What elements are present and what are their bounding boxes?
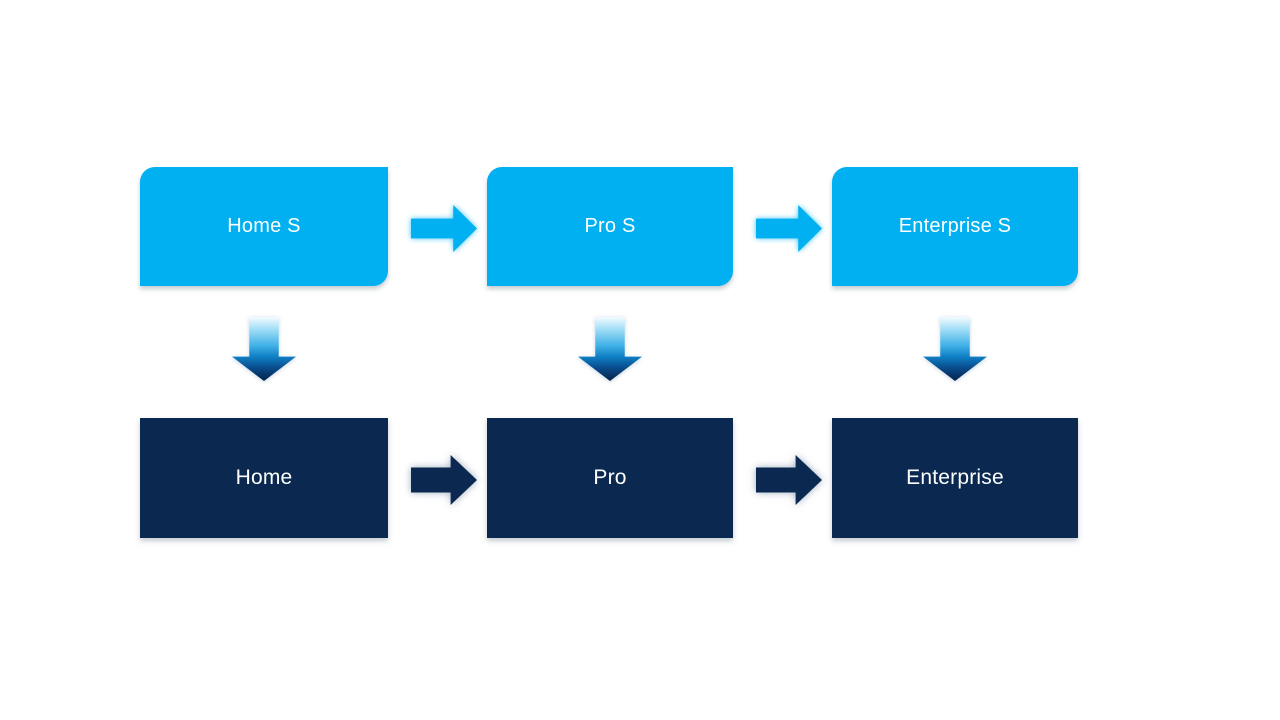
- right-arrow-icon-home-s-to-pro-s: [411, 205, 477, 252]
- down-arrow-icon-home-s-to-home: [232, 317, 296, 381]
- node-home-label: Home: [235, 466, 293, 489]
- right-arrow-icon-pro-s-to-enterprise-s: [756, 205, 822, 252]
- down-arrow-icon-pro-s-to-pro: [578, 317, 642, 381]
- node-home-s: Home S: [140, 167, 388, 286]
- node-home: Home: [140, 418, 388, 538]
- node-pro: Pro: [487, 418, 733, 538]
- right-arrow-icon-home-to-pro: [411, 455, 477, 505]
- node-enterprise-s-label: Enterprise S: [898, 215, 1012, 237]
- node-home-s-label: Home S: [227, 215, 301, 237]
- node-pro-s-label: Pro S: [584, 215, 636, 237]
- node-pro-s: Pro S: [487, 167, 733, 286]
- down-arrow-shape: [232, 317, 296, 381]
- right-arrow-shape: [756, 455, 822, 505]
- right-arrow-shape: [756, 205, 822, 252]
- node-enterprise-s: Enterprise S: [832, 167, 1078, 286]
- down-arrow-shape: [578, 317, 642, 381]
- right-arrow-icon-pro-to-enterprise: [756, 455, 822, 505]
- down-arrow-shape: [923, 317, 987, 381]
- node-enterprise-label: Enterprise: [906, 466, 1004, 489]
- node-enterprise: Enterprise: [832, 418, 1078, 538]
- right-arrow-shape: [411, 455, 477, 505]
- right-arrow-shape: [411, 205, 477, 252]
- node-pro-label: Pro: [593, 466, 627, 489]
- down-arrow-icon-enterprise-s-to-enterprise: [923, 317, 987, 381]
